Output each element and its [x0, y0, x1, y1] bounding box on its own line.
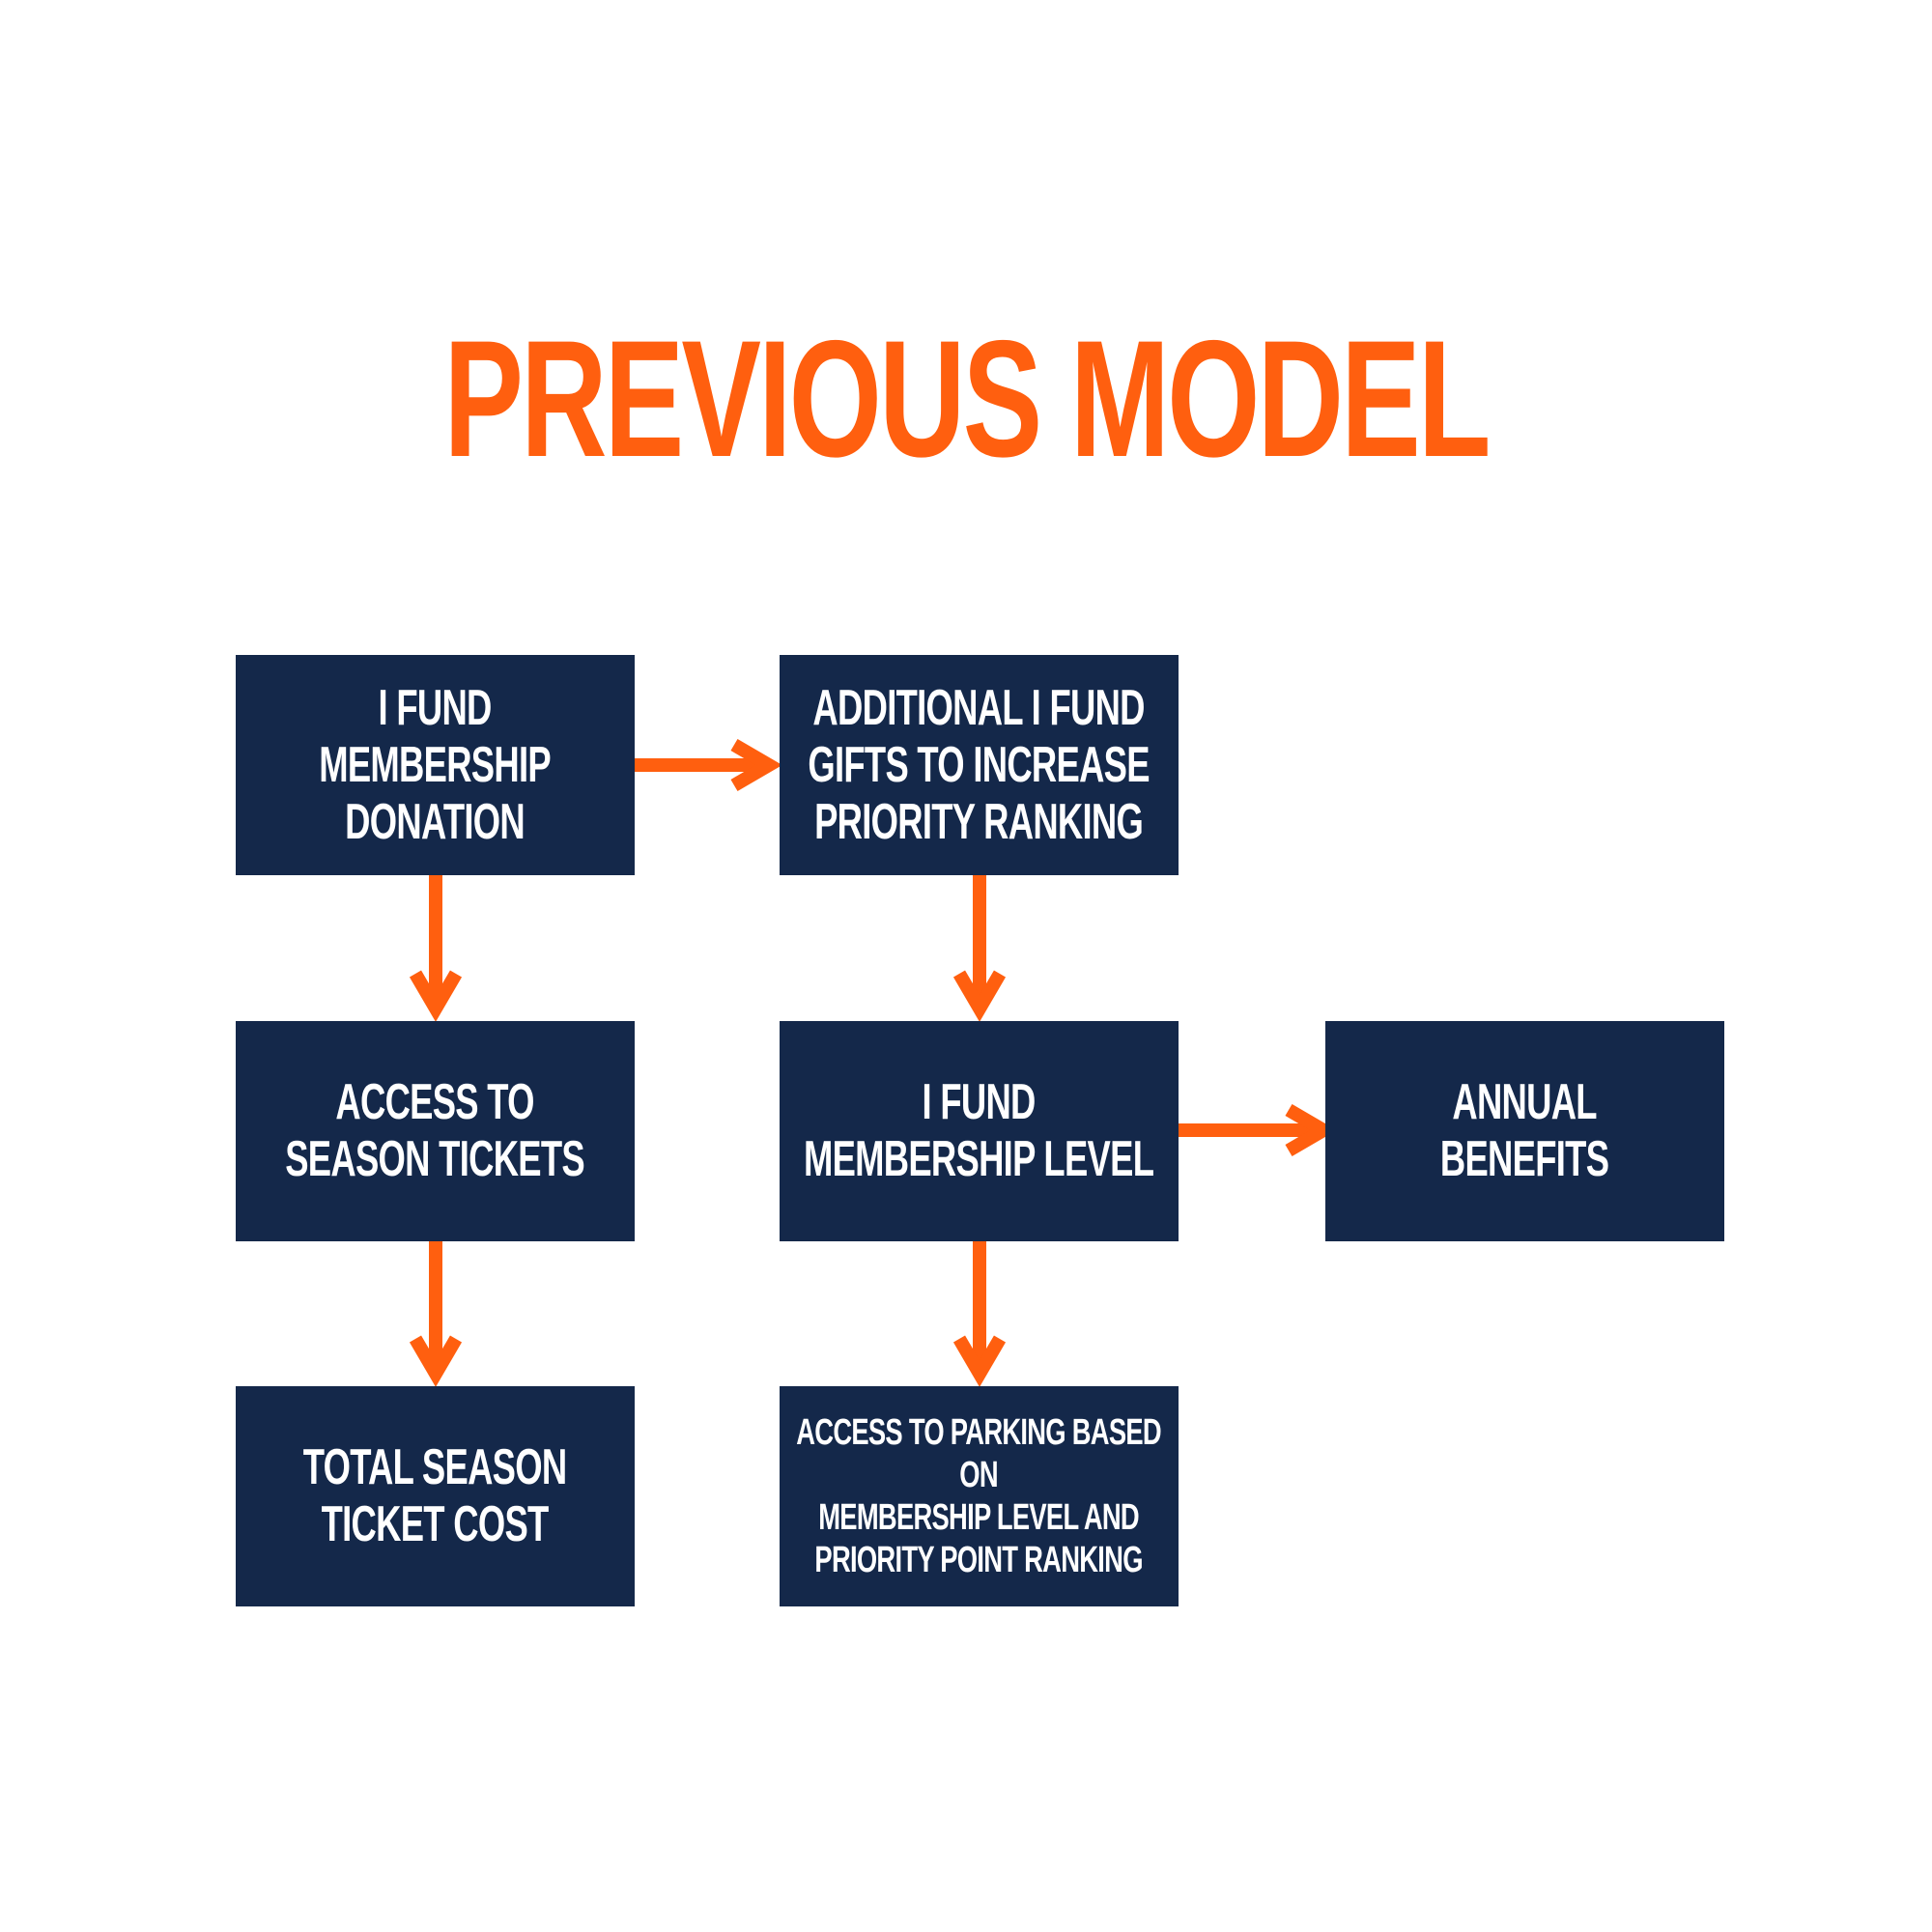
node-label: TOTAL SEASON TICKET COST [303, 1439, 567, 1552]
node-ifund-membership-donation: I FUND MEMBERSHIP DONATION [236, 655, 635, 875]
edge-gifts-to-membership-level [952, 875, 1007, 1022]
edge-donation-to-gifts [635, 738, 782, 792]
node-additional-ifund-gifts: ADDITIONAL I FUND GIFTS TO INCREASE PRIO… [780, 655, 1179, 875]
edge-season-tickets-to-total-cost [409, 1240, 463, 1387]
node-access-to-season-tickets: ACCESS TO SEASON TICKETS [236, 1021, 635, 1241]
node-label: ACCESS TO PARKING BASED ON MEMBERSHIP LE… [796, 1412, 1162, 1580]
node-label: ADDITIONAL I FUND GIFTS TO INCREASE PRIO… [808, 679, 1151, 850]
page-title: PREVIOUS MODEL [443, 306, 1491, 492]
node-ifund-membership-level: I FUND MEMBERSHIP LEVEL [780, 1021, 1179, 1241]
edge-membership-level-to-benefits [1179, 1103, 1337, 1157]
node-total-season-ticket-cost: TOTAL SEASON TICKET COST [236, 1386, 635, 1606]
node-label: I FUND MEMBERSHIP DONATION [319, 679, 552, 850]
edge-membership-level-to-parking [952, 1240, 1007, 1387]
edge-donation-to-season-tickets [409, 875, 463, 1022]
node-access-to-parking: ACCESS TO PARKING BASED ON MEMBERSHIP LE… [780, 1386, 1179, 1606]
node-annual-benefits: ANNUAL BENEFITS [1325, 1021, 1724, 1241]
node-label: I FUND MEMBERSHIP LEVEL [804, 1074, 1154, 1187]
node-label: ACCESS TO SEASON TICKETS [285, 1074, 585, 1187]
node-label: ANNUAL BENEFITS [1440, 1074, 1609, 1187]
